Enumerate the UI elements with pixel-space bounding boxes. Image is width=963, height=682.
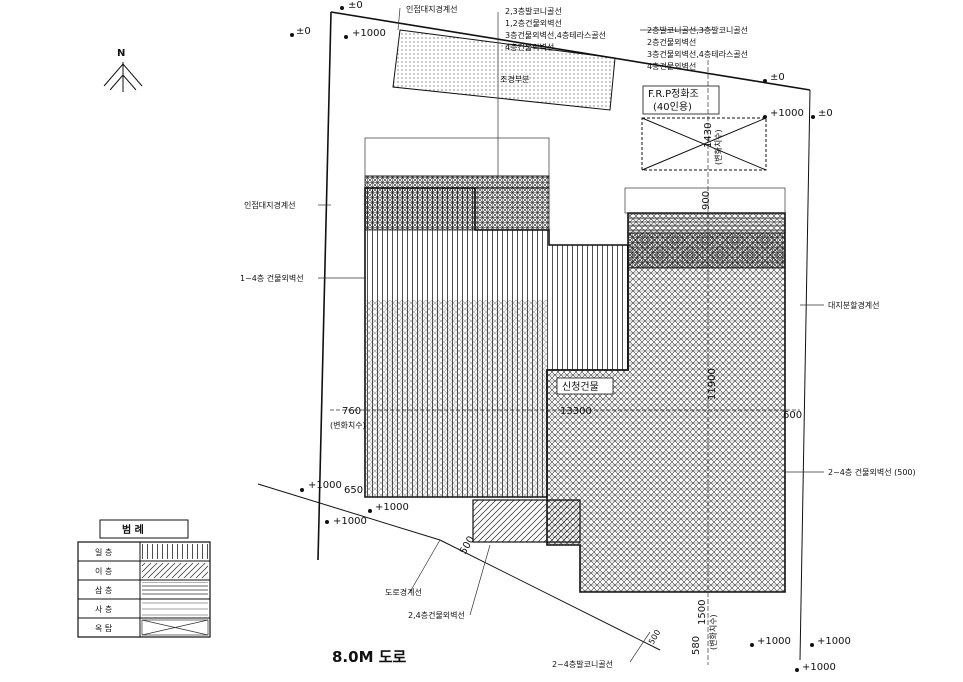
building-footprint [364,175,786,593]
legend-row-0-label: 일 층 [95,548,112,557]
garden-area-label: 조경부분 [500,74,529,84]
dim-600: 600 [783,410,802,421]
callout-center-3: 4층건물외벽선 [505,42,554,52]
callout-right-0: 2층발코니골선,3층발코니골선 [647,25,748,35]
level-top-right-plus: +1000 [770,108,804,119]
right-upper-outline [624,187,786,214]
label-road-boundary: 도로경계선 [385,587,422,597]
level-bottom-plus-c: +1000 [802,662,836,673]
callout-center-2: 3층건물외벽선,4층테라스골선 [505,30,606,40]
dim-650: 650 [344,485,363,496]
level-bottom-plus-b: +1000 [817,636,851,647]
level-left-plus-a: +1000 [308,480,342,491]
legend-row-4-label: 옥 탑 [95,624,113,633]
upper-outline [364,137,550,177]
level-top-right-zero-b: ±0 [818,108,833,119]
label-balcony-bottom: 2~4층발코니골선 [552,659,613,669]
legend-title: 범 례 [122,523,144,536]
dim-900: 900 [701,191,712,210]
dim-variable-right: (변화치수) [713,129,723,165]
callouts-right: 2층발코니골선,3층발코니골선 2층건물외벽선 3층건물외벽선,4층테라스골선 … [647,25,748,71]
north-label: N [117,48,125,59]
road-title: 8.0M 도로 [332,648,407,666]
level-top-left-mid-zero: ±0 [296,26,311,37]
callout-right-2: 3층건물외벽선,4층테라스골선 [647,49,748,59]
label-wall-2-4-bottom: 2,4층건물외벽선 [408,610,465,620]
label-wall-2-4-right: 2~4층 건물외벽선 (500) [828,467,916,477]
leader-lines [318,7,824,663]
level-top-right-zero-a: ±0 [770,72,785,83]
reference-lines [330,12,800,665]
legend-row-1-label: 이 층 [95,566,112,576]
dim-variable-left: (변화치수) [330,420,366,430]
proposed-building-label: 신청건물 [562,381,599,393]
legend-row-3-label: 사 층 [95,605,112,614]
dim-500-b: 500 [647,628,662,646]
frp-tank-label: F.R.P정화조 [648,88,699,100]
level-left-plus-b: +1000 [333,516,367,527]
site-boundary [257,11,811,661]
frp-tank-box: F.R.P정화조 (40인용) [641,85,767,171]
callout-right-1: 2층건물외벽선 [647,37,696,47]
legend: 범 례 일 층 이 층 삼 층 사 층 옥 탑 [77,519,211,638]
north-arrow-icon: N [103,48,143,92]
level-bottom-plus-a: +1000 [757,636,791,647]
legend-table: 일 층 이 층 삼 층 사 층 옥 탑 [77,541,211,638]
legend-row-2-label: 삼 층 [95,585,112,595]
dim-11900: 11900 [707,368,718,400]
callouts-center: 2,3층발코니골선 1,2층건물외벽선 3층건물외벽선,4층테라스골선 4층건물… [505,6,606,52]
level-top-left-plus: +1000 [352,28,386,39]
dim-580: 580 [691,636,702,655]
callout-center-1: 1,2층건물외벽선 [505,18,562,28]
dim-variable-bottom: (변화치수) [708,614,718,650]
level-left-plus-c: +1000 [375,502,409,513]
frp-capacity-label: (40인용) [653,101,692,113]
dim-1500: 1500 [697,600,708,625]
callout-center-0: 2,3층발코니골선 [505,6,562,16]
dim-13300: 13300 [560,406,592,417]
callout-right-3: 4층건물외벽선 [647,61,696,71]
dim-760: 760 [342,406,361,417]
garden-area: 조경부분 [392,29,616,111]
level-top-left-zero: ±0 [348,0,363,11]
label-wall-1-4: 1~4층 건물외벽선 [240,273,304,283]
label-neighbor-boundary-left: 인접대지경계선 [244,200,296,210]
dim-1430: 1430 [703,123,714,148]
label-site-boundary-right: 대지분할경계선 [828,300,880,310]
label-neighbor-boundary-top: 인접대지경계선 [406,4,458,14]
level-markers: ±0 ±0 +1000 ±0 ±0 +1000 +1000 +1000 +100… [290,0,851,673]
